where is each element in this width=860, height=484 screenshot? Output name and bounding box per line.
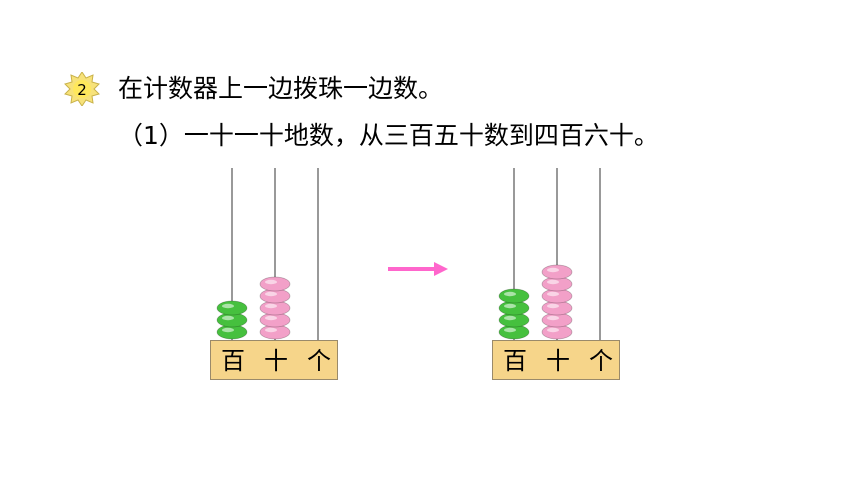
bead-highlight (547, 267, 559, 273)
label-hundreds: 百 (503, 347, 527, 375)
bead-highlight (547, 327, 559, 333)
abacus-after-base: 百 十 个 (492, 340, 620, 380)
abacus-before: 百 十 个 (210, 160, 350, 390)
bead-highlight (504, 291, 516, 297)
abacus-after-rods (498, 168, 601, 341)
bead-highlight (547, 279, 559, 285)
tens-bead (259, 276, 291, 292)
problem-number-badge: 2 (64, 71, 100, 107)
bead-highlight (265, 327, 277, 333)
bead-highlight (547, 291, 559, 297)
label-tens: 十 (546, 347, 570, 375)
abacus-before-rods (216, 168, 319, 341)
sub-question-text: （1）一十一十地数，从三百五十数到四百六十。 (118, 121, 659, 150)
label-tens: 十 (264, 347, 288, 375)
label-hundreds: 百 (221, 347, 245, 375)
tens-bead (541, 264, 573, 280)
bead-highlight (265, 291, 277, 297)
bead-highlight (547, 315, 559, 321)
bead-highlight (265, 315, 277, 321)
abacus-after: 百 十 个 (492, 160, 632, 390)
hundreds-bead (498, 288, 530, 304)
label-ones: 个 (307, 347, 331, 375)
instruction-text: 在计数器上一边拨珠一边数。 (118, 74, 444, 103)
bead-highlight (504, 327, 516, 333)
hundreds-bead (216, 300, 248, 316)
bead-highlight (504, 315, 516, 321)
bead-highlight (547, 303, 559, 309)
bead-highlight (265, 279, 277, 285)
bead-highlight (222, 303, 234, 309)
bead-highlight (504, 303, 516, 309)
label-ones: 个 (589, 347, 613, 375)
right-arrow-icon (388, 262, 448, 276)
bead-highlight (222, 315, 234, 321)
abacus-before-base: 百 十 个 (210, 340, 338, 380)
bead-highlight (222, 327, 234, 333)
bead-highlight (265, 303, 277, 309)
problem-number: 2 (77, 81, 87, 99)
